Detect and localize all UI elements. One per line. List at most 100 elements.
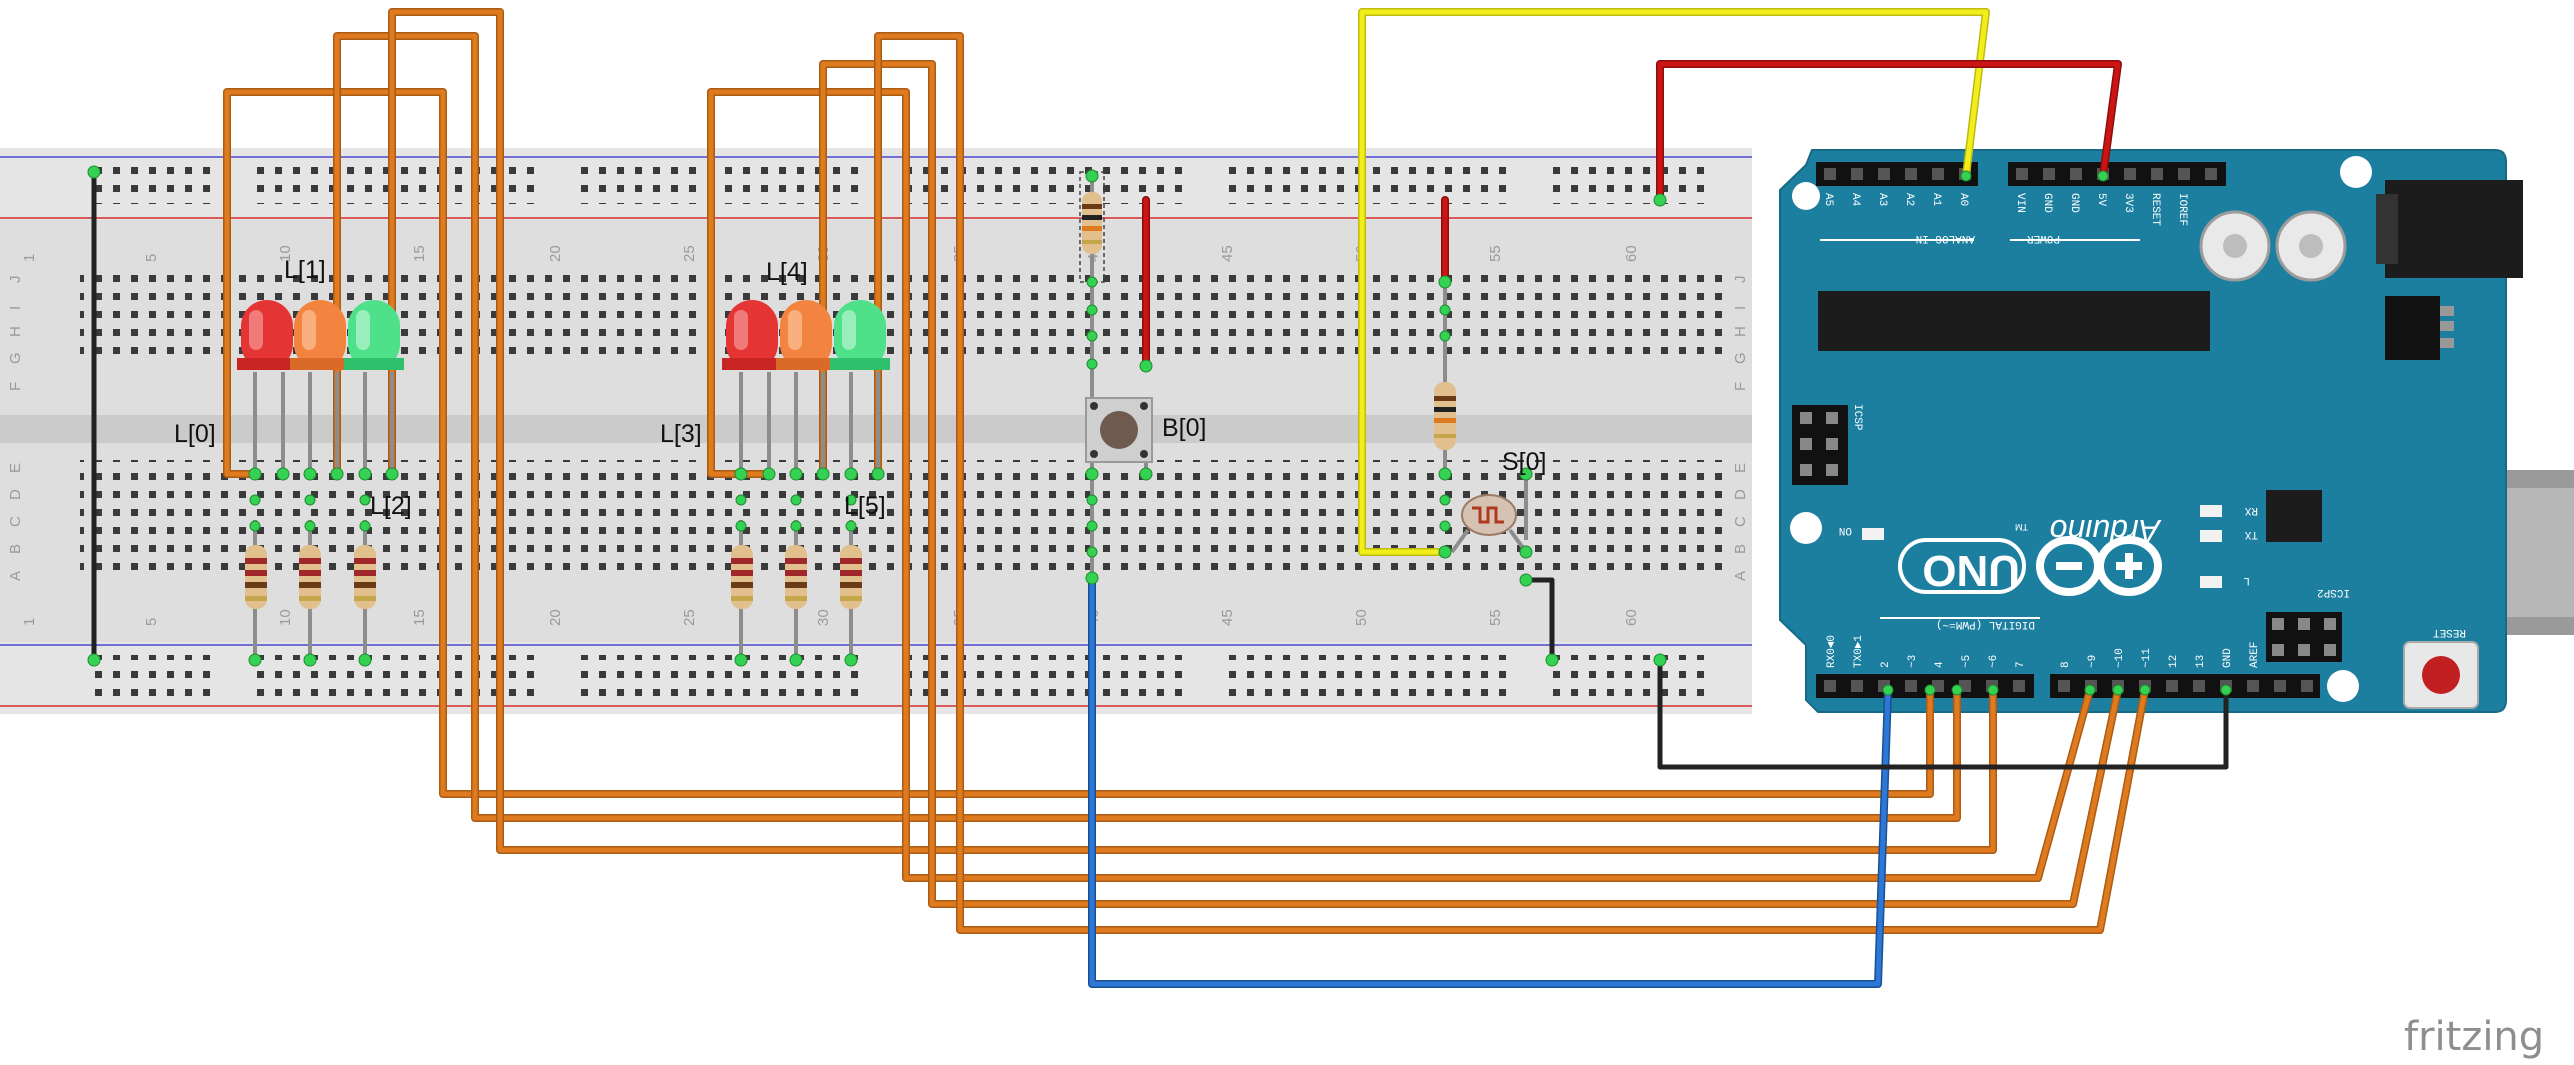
wire-blue <box>1089 575 1891 987</box>
digital-label: DIGITAL (PWM=~) <box>1936 618 2035 630</box>
row-letter: D <box>1732 489 1749 500</box>
column-number: 25 <box>681 609 698 626</box>
pin-label: AREF <box>2249 642 2261 668</box>
column-number: 60 <box>1623 609 1640 626</box>
wire-red <box>1657 61 2121 203</box>
row-letter: H <box>1732 326 1749 337</box>
button-label: B[0] <box>1162 414 1206 442</box>
column-number: 30 <box>815 609 832 626</box>
pin-label: 2 <box>1880 661 1892 668</box>
pin-label: ~6 <box>1988 655 2000 668</box>
row-letter: E <box>1732 463 1749 473</box>
photoresistor <box>1450 474 1528 554</box>
column-number: 45 <box>1219 245 1236 262</box>
button-resistor <box>1079 171 1105 420</box>
led-orange <box>290 300 350 370</box>
row-letter: J <box>1732 276 1749 284</box>
on-label: ON <box>1839 524 1852 536</box>
resistor <box>245 545 267 609</box>
wire-black <box>1523 577 1555 663</box>
pin-label: A0 <box>1957 193 1969 206</box>
pin-label: 13 <box>2195 655 2207 668</box>
pin-label: A5 <box>1822 193 1834 206</box>
row-letter: B <box>7 544 24 554</box>
row-letter: J <box>7 276 24 284</box>
pin-label: 4 <box>1934 661 1946 668</box>
resistor <box>354 545 376 609</box>
wire-orange <box>389 9 1996 853</box>
column-number: 55 <box>1487 609 1504 626</box>
pin-label: ~5 <box>1961 655 1973 668</box>
led-label: L[5] <box>844 492 886 520</box>
column-number: 20 <box>547 245 564 262</box>
column-number: 5 <box>143 618 160 626</box>
pin-label: 3V3 <box>2122 193 2134 213</box>
column-number: 10 <box>277 245 294 262</box>
pin-label: 8 <box>2060 661 2072 668</box>
column-number: 50 <box>1353 609 1370 626</box>
pin-label: RX0◄0 <box>1826 635 1838 668</box>
pin-label: 5V <box>2095 193 2107 207</box>
pin-label: ~10 <box>2114 648 2126 668</box>
column-number: 15 <box>411 245 428 262</box>
row-letter: F <box>7 382 24 391</box>
pin-label: RESET <box>2149 193 2161 226</box>
wire-orange <box>708 89 2093 881</box>
push-button[interactable] <box>1085 397 1153 580</box>
pin-label: VIN <box>2014 193 2026 213</box>
analog-in-label: ANALOG IN <box>1916 232 1975 244</box>
pin-label: A1 <box>1930 193 1942 207</box>
sensor-label: S[0] <box>1502 448 1546 476</box>
column-number: 10 <box>277 609 294 626</box>
wires <box>91 8 2229 988</box>
row-letter: I <box>1732 306 1749 310</box>
pin-label: A4 <box>1849 193 1861 207</box>
microcontroller-chip <box>1818 291 2210 351</box>
led-label: L[1] <box>284 256 326 284</box>
column-number: 45 <box>1219 609 1236 626</box>
led-red <box>237 300 297 370</box>
wire-orange <box>875 33 2148 933</box>
row-letter: H <box>7 326 24 337</box>
pin-label: GND <box>2222 648 2234 668</box>
resistor <box>299 545 321 609</box>
row-letter: E <box>7 463 24 473</box>
pin-label: A2 <box>1903 193 1915 206</box>
wire-black <box>1657 657 2229 770</box>
row-letter: F <box>1732 382 1749 391</box>
led-red <box>722 300 782 370</box>
led-green <box>344 300 404 370</box>
row-letter: A <box>1732 571 1749 581</box>
trademark-label: TM <box>2015 522 2028 532</box>
resistors-group-2 <box>731 520 862 660</box>
pin-label: TX0►1 <box>1853 635 1865 668</box>
model-label: UNO <box>1922 546 2020 595</box>
wire-orange <box>224 89 1933 797</box>
row-letter: C <box>7 516 24 527</box>
column-number: 25 <box>681 245 698 262</box>
led-label: L[4] <box>766 258 808 286</box>
resistor <box>785 545 807 609</box>
l-label: L <box>2243 574 2250 586</box>
icsp2-label: ICSP2 <box>2317 586 2350 598</box>
pin-label: A3 <box>1876 193 1888 206</box>
tx-label: TX <box>2244 528 2258 540</box>
column-number: 1 <box>21 254 38 262</box>
pin-label: 12 <box>2168 655 2180 668</box>
led-green <box>830 300 890 370</box>
analog-header <box>1816 162 1978 186</box>
icsp-label: ICSP <box>1851 404 1863 431</box>
resistors-group-1 <box>245 520 376 660</box>
dc-jack <box>2385 180 2523 278</box>
led-group-2 <box>722 300 890 474</box>
resistor <box>840 545 862 609</box>
column-number: 1 <box>21 618 38 626</box>
arduino-logo <box>2036 536 2162 596</box>
row-letter: G <box>1732 352 1749 364</box>
connection-points <box>87 165 2232 696</box>
power-label: POWER <box>2027 232 2060 244</box>
row-letter: C <box>1732 516 1749 527</box>
column-number: 55 <box>1487 245 1504 262</box>
reset-label: RESET <box>2433 626 2466 638</box>
